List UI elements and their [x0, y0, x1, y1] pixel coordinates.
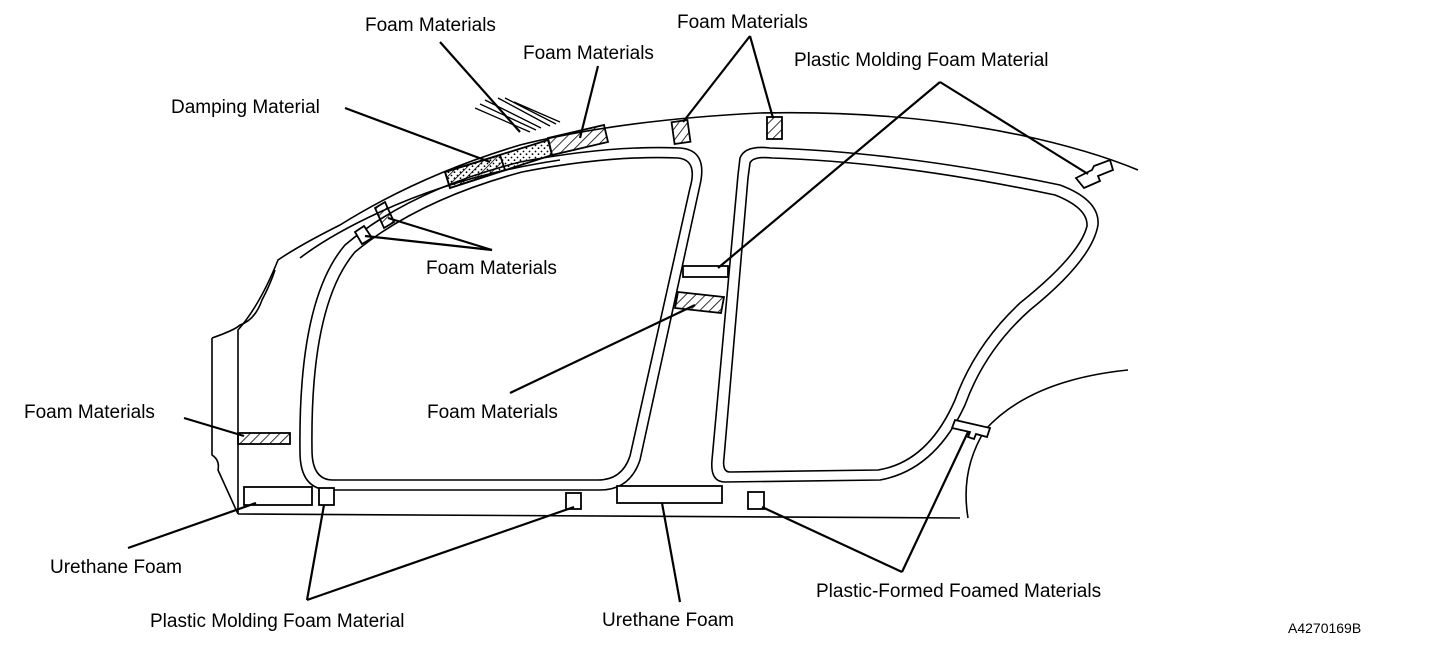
label-urethane-left: Urethane Foam — [50, 557, 182, 578]
label-foam-center: Foam Materials — [427, 402, 558, 423]
foam-front-part — [237, 432, 291, 445]
front-door-frame — [299, 146, 703, 491]
leader-lines — [127, 35, 1089, 603]
plastic-formed-part-1 — [747, 491, 765, 510]
plastic-molding-sill-part-2 — [565, 492, 582, 510]
label-plastic-molding-top: Plastic Molding Foam Material — [794, 50, 1048, 71]
label-foam-top-right: Foam Materials — [677, 12, 808, 33]
plastic-molding-rear-roof-part — [1074, 158, 1115, 190]
trim-edge-lines — [474, 97, 561, 133]
urethane-foam-left-part — [243, 486, 313, 506]
label-urethane-bottom: Urethane Foam — [602, 610, 734, 631]
plastic-molding-sill-part-1 — [318, 487, 335, 506]
damping-material-part — [443, 138, 554, 190]
foam-roof-part-2 — [670, 118, 692, 146]
plastic-formed-part-2 — [950, 418, 992, 441]
label-plastic-molding-bottom: Plastic Molding Foam Material — [150, 611, 404, 632]
foam-a-pillar-part-1 — [373, 200, 396, 230]
label-foam-a-pillar: Foam Materials — [426, 258, 557, 279]
label-damping-material: Damping Material — [171, 97, 320, 118]
foam-roof-part-1 — [546, 123, 610, 157]
rear-door-frame — [710, 146, 1099, 483]
label-foam-left: Foam Materials — [24, 402, 155, 423]
label-foam-top-mid: Foam Materials — [523, 43, 654, 64]
plastic-molding-b-pillar-part — [682, 265, 729, 278]
label-plastic-formed: Plastic-Formed Foamed Materials — [816, 581, 1101, 602]
foam-a-pillar-part-2 — [353, 224, 374, 246]
urethane-foam-center-part — [616, 485, 723, 504]
label-foam-top-left: Foam Materials — [365, 15, 496, 36]
foam-roof-part-3 — [766, 116, 783, 140]
figure-code: A4270169B — [1288, 620, 1361, 636]
